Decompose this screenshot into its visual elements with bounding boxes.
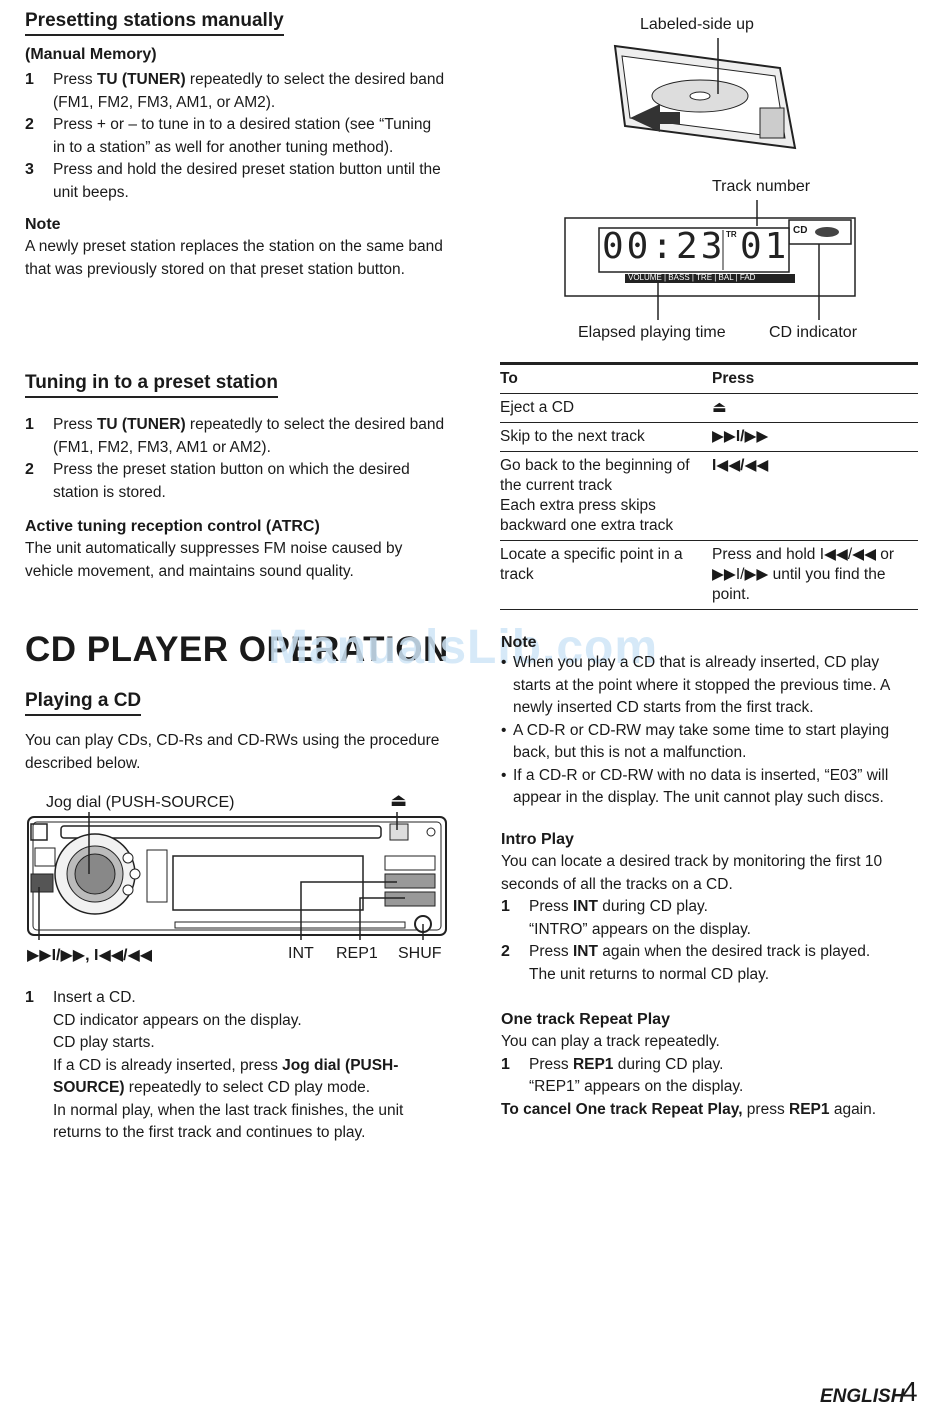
eject-icon: ⏏ (390, 790, 408, 810)
step-item: 1 Press TU (TUNER) repeatedly to select … (25, 416, 445, 456)
section-presetting: Presetting stations manually (Manual Mem… (25, 10, 445, 281)
playing-intro: You can play CDs, CD-Rs and CD-RWs using… (25, 732, 440, 772)
section-notes: Note •When you play a CD that is already… (501, 634, 919, 810)
list-item: •A CD-R or CD-RW may take some time to s… (501, 721, 890, 762)
watermark: ManualsLib.com (268, 621, 659, 674)
playing-step-1: 1 Insert a CD. CD indicator appears on t… (25, 989, 404, 1141)
heading-presetting: Presetting stations manually (25, 10, 284, 36)
cd-indicator-caption: CD indicator (769, 324, 858, 341)
head-unit-diagram (27, 812, 447, 940)
step-item: 3 Press and hold the desired preset stat… (25, 161, 441, 201)
step-item: 1 Press TU (TUNER) repeatedly to select … (25, 71, 445, 111)
table-header: Press (712, 362, 918, 394)
shuf-button-label: SHUF (398, 945, 442, 962)
table-row: Go back to the beginning of the current … (500, 451, 918, 541)
heading-tuning-preset: Tuning in to a preset station (25, 372, 278, 398)
track-number-readout: 01 (740, 226, 790, 267)
atrc-heading: Active tuning reception control (ATRC) (25, 518, 320, 535)
table-row: Skip to the next track ▶▶I/▶▶ (500, 422, 918, 452)
repeat-play-text: You can play a track repeatedly. (501, 1033, 720, 1050)
elapsed-time-caption: Elapsed playing time (578, 324, 726, 341)
note-text: A newly preset station replaces the stat… (25, 238, 443, 278)
table-header: To (500, 362, 712, 394)
labeled-side-caption: Labeled-side up (640, 16, 754, 33)
language-label: ENGLISH (820, 1386, 905, 1407)
intro-play-heading: Intro Play (501, 831, 574, 848)
section-intro-play: Intro Play You can locate a desired trac… (501, 831, 919, 986)
section-playing: Playing a CD You can play CDs, CD-Rs and… (25, 690, 445, 775)
track-number-caption: Track number (712, 178, 811, 195)
section-tuning-preset: Tuning in to a preset station 1 Press TU… (25, 372, 445, 583)
skip-buttons-label: ▶▶I/▶▶, I◀◀/◀◀ (27, 947, 153, 964)
display-diagram (564, 200, 856, 320)
cancel-repeat-text: To cancel One track Repeat Play, press R… (501, 1100, 877, 1118)
atrc-text: The unit automatically suppresses FM noi… (25, 540, 403, 580)
jog-dial-label: Jog dial (PUSH-SOURCE) (46, 794, 235, 811)
note-heading: Note (25, 216, 61, 233)
int-button-label: INT (288, 945, 314, 962)
cd-insert-diagram (613, 38, 797, 150)
subheading-manual-memory: (Manual Memory) (25, 46, 157, 63)
operations-table: To Press Eject a CD ⏏ Skip to the next t… (500, 362, 918, 610)
intro-play-text: You can locate a desired track by monito… (501, 853, 883, 893)
page-number: 4 (902, 1376, 918, 1407)
cd-player-heading: CD PLAYER OPERATION (25, 630, 449, 669)
heading-playing: Playing a CD (25, 690, 142, 716)
display-function-bar: VOLUME | BASS | TRE | BAL | FAD (628, 273, 756, 282)
list-item: •When you play a CD that is already inse… (501, 654, 890, 716)
track-indicator-label: TR (726, 230, 737, 239)
step-item: 2 Press + or – to tune in to a desired s… (25, 116, 432, 156)
table-header-row: To Press (500, 362, 918, 394)
rep1-button-label: REP1 (336, 945, 378, 962)
cd-indicator-label: CD (793, 225, 808, 236)
section-repeat-play: One track Repeat Play You can play a tra… (501, 1011, 926, 1121)
step-item: 1 Press REP1 during CD play.“REP1” appea… (501, 1055, 744, 1096)
table-row: Eject a CD ⏏ (500, 393, 918, 423)
table-row: Locate a specific point in a track Press… (500, 540, 918, 610)
elapsed-time-readout: 00:23 (602, 226, 726, 267)
list-item: •If a CD-R or CD-RW with no data is inse… (501, 766, 889, 807)
step-item: 2 Press INT again when the desired track… (501, 943, 871, 983)
repeat-play-heading: One track Repeat Play (501, 1011, 670, 1028)
notes-heading: Note (501, 634, 537, 651)
step-item: 1 Press INT during CD play.“INTRO” appea… (501, 898, 751, 938)
step-item: 2 Press the preset station button on whi… (25, 461, 410, 501)
